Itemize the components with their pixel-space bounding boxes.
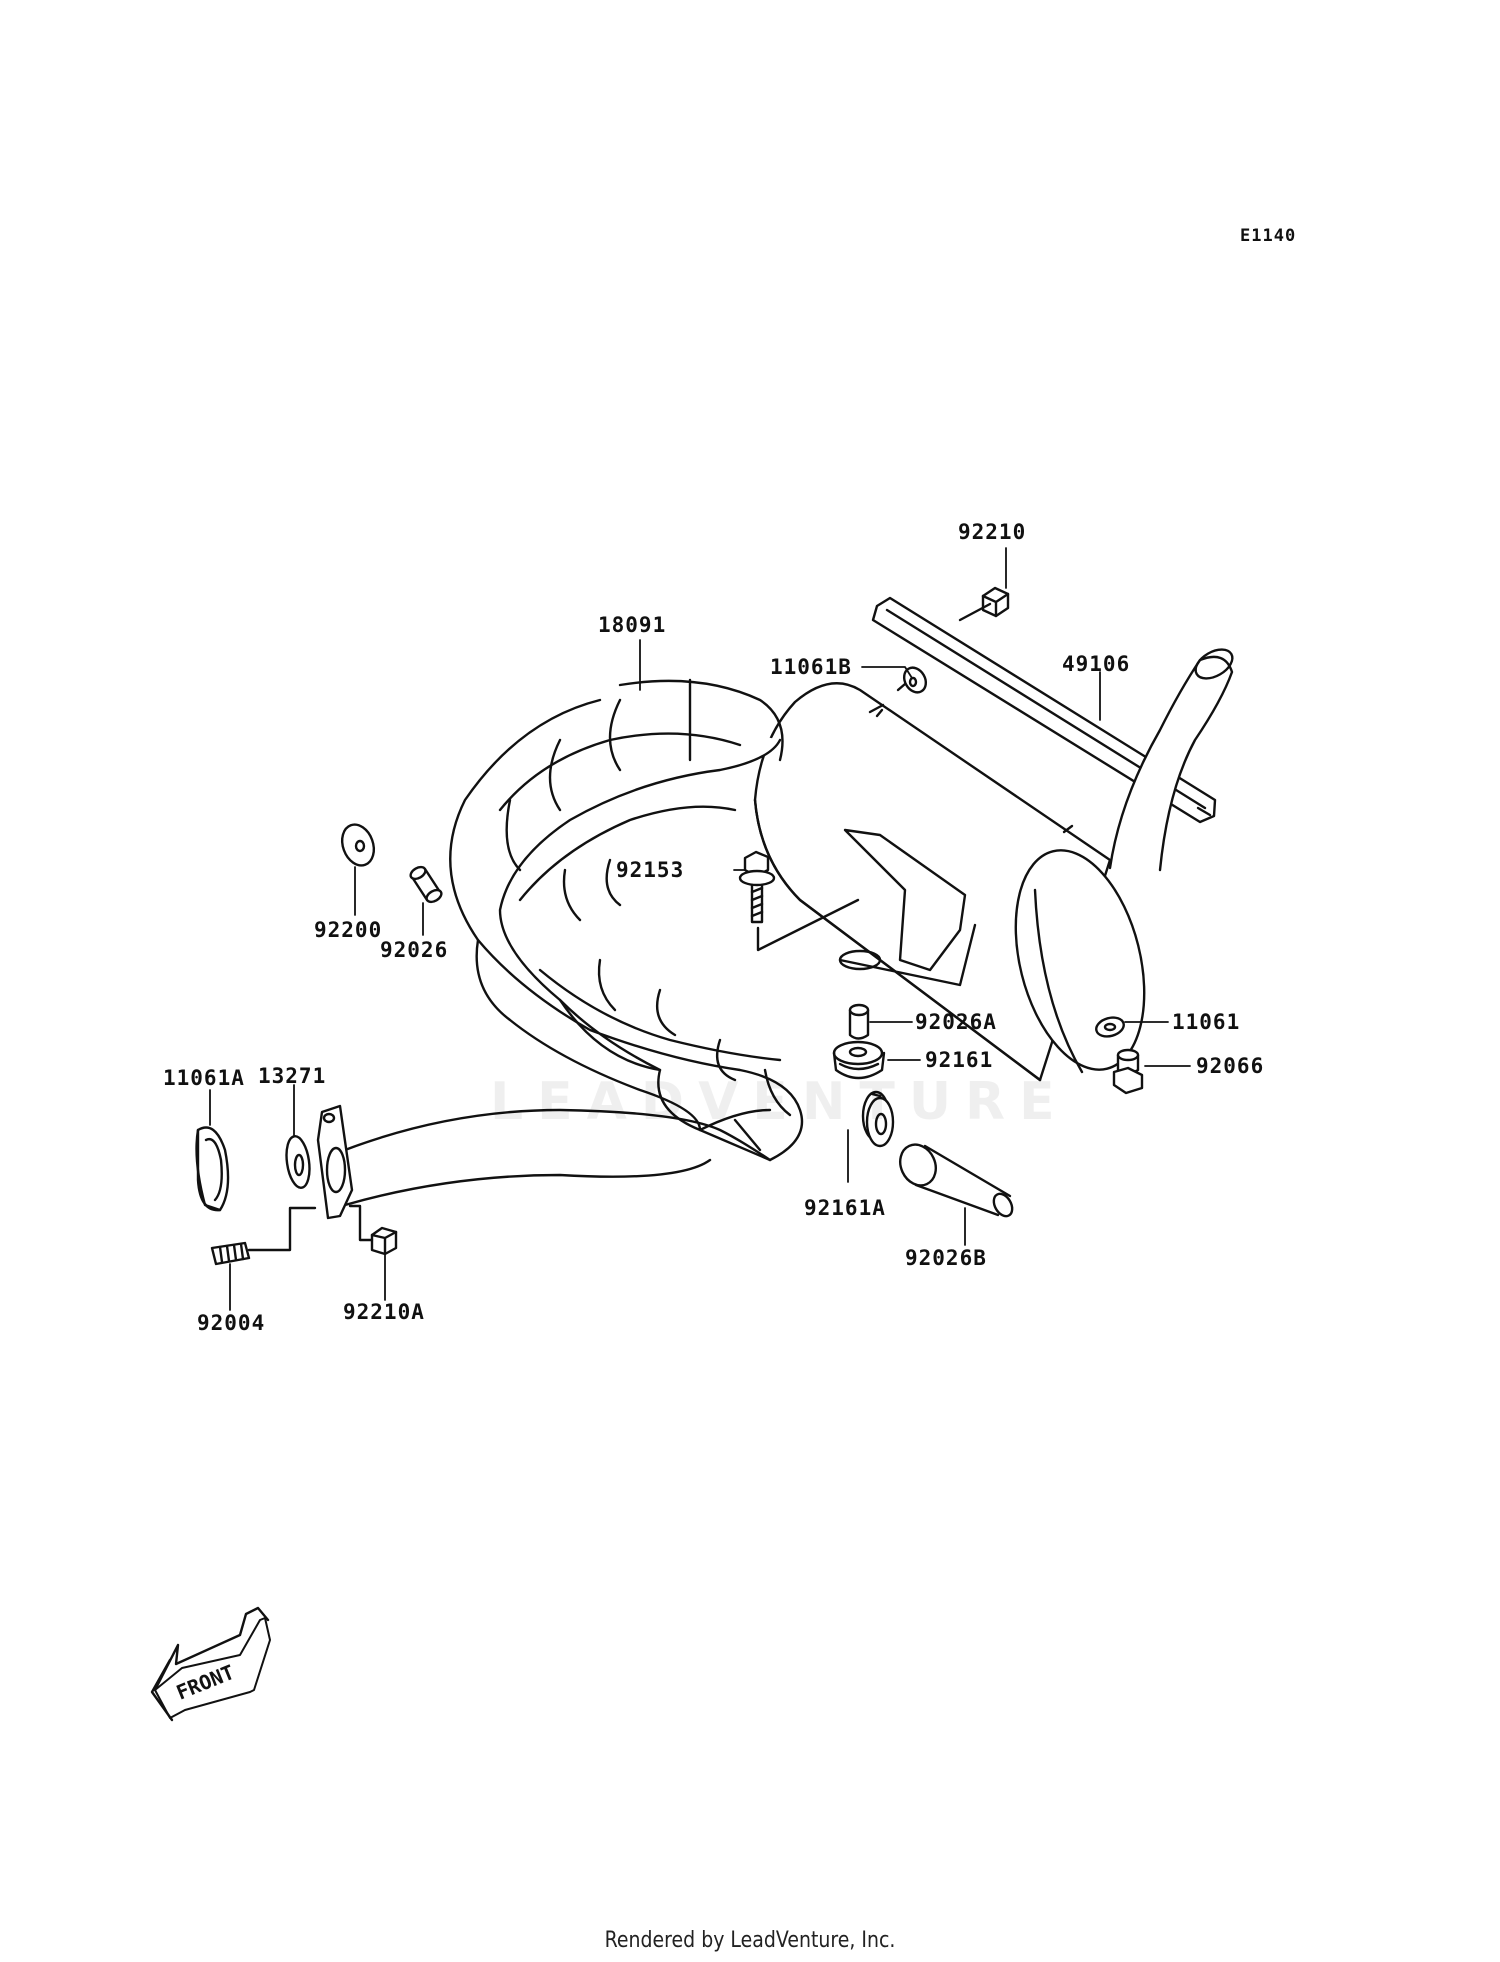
part-label-92210A[interactable]: 92210A — [343, 1300, 425, 1324]
nut-92210 — [958, 586, 1010, 622]
front-arrow: FRONT — [150, 1606, 271, 1722]
gasket-11061A — [195, 1126, 230, 1212]
part-label-92161A[interactable]: 92161A — [804, 1196, 886, 1220]
collar-92026 — [409, 865, 443, 904]
stud-92004 — [210, 1206, 317, 1266]
collar-92026B — [899, 1143, 1014, 1218]
part-label-92153[interactable]: 92153 — [616, 858, 685, 882]
part-label-11061A[interactable]: 11061A — [163, 1066, 245, 1090]
part-label-92066[interactable]: 92066 — [1196, 1054, 1265, 1078]
part-label-92161[interactable]: 92161 — [925, 1048, 994, 1072]
footer-credit: Rendered by LeadVenture, Inc. — [604, 1928, 896, 1953]
watermark: LEADVENTURE — [490, 1072, 1069, 1132]
part-label-13271[interactable]: 13271 — [258, 1064, 327, 1088]
leader-lines — [209, 547, 1191, 1311]
part-label-11061B[interactable]: 11061B — [770, 655, 852, 679]
part-label-92210[interactable]: 92210 — [958, 520, 1027, 544]
grommet-92161A — [861, 1090, 895, 1148]
grommet-92161 — [832, 1040, 886, 1080]
part-label-92004[interactable]: 92004 — [197, 1311, 266, 1335]
header-pipe — [316, 678, 804, 1220]
part-label-92026A[interactable]: 92026A — [915, 1010, 997, 1034]
washer-92200 — [340, 823, 376, 867]
part-label-92026B[interactable]: 92026B — [905, 1246, 987, 1270]
diagram-code: E1140 — [1240, 226, 1297, 246]
part-label-11061[interactable]: 11061 — [1172, 1010, 1241, 1034]
muffler-body — [753, 648, 1234, 1082]
part-label-49106[interactable]: 49106 — [1062, 652, 1131, 676]
plug-92066 — [1112, 1048, 1144, 1095]
gasket-11061 — [1095, 1016, 1125, 1038]
gasket-13271 — [285, 1135, 311, 1189]
part-label-92026[interactable]: 92026 — [380, 938, 449, 962]
nut-92210A — [348, 1204, 398, 1256]
collar-92026A — [848, 1003, 870, 1040]
part-label-18091[interactable]: 18091 — [598, 613, 667, 637]
part-label-92200[interactable]: 92200 — [314, 918, 383, 942]
